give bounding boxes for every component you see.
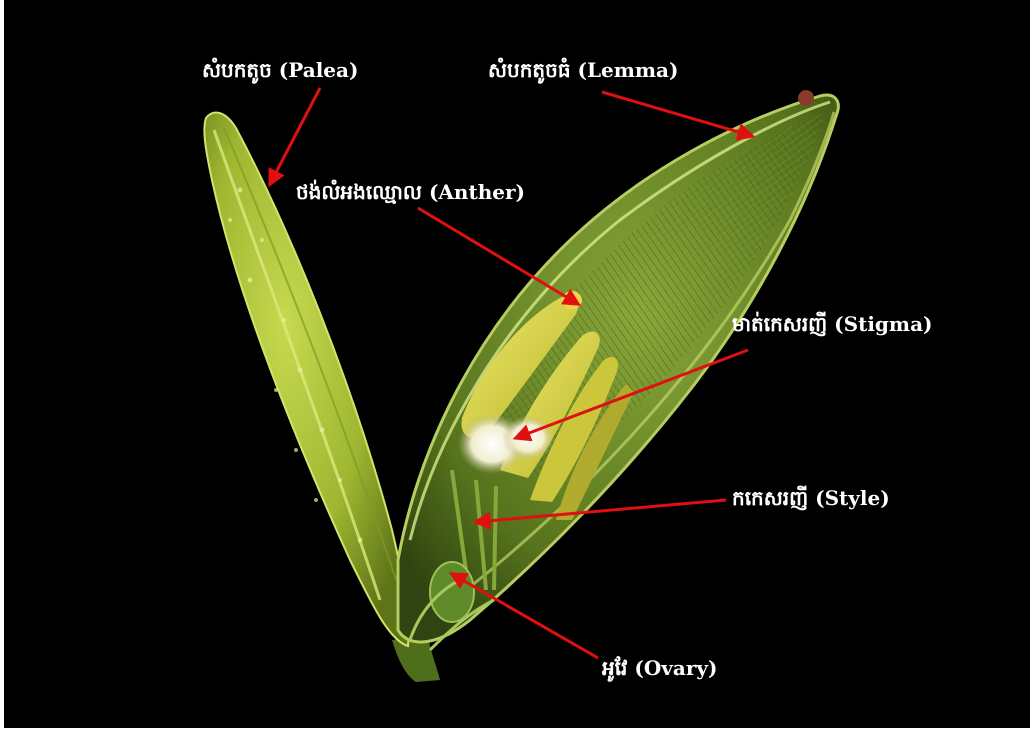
ovary-shape — [430, 562, 474, 622]
label-anther: ថង់លំអងឈ្មោល (Anther) — [296, 180, 525, 204]
label-style: កកេសរញី (Style) — [732, 486, 890, 510]
stigma-blob-2 — [502, 416, 554, 460]
label-stigma: មាត់កេសរញី (Stigma) — [732, 312, 933, 336]
label-ovary: អូវែ (Ovary) — [602, 656, 717, 680]
arrow-palea — [270, 88, 320, 184]
label-lemma: សំបកតូចធំ (Lemma) — [488, 58, 678, 82]
lemma-tip — [798, 90, 814, 106]
label-palea: សំបកតូច (Palea) — [202, 58, 358, 82]
arrow-lemma — [602, 92, 752, 136]
